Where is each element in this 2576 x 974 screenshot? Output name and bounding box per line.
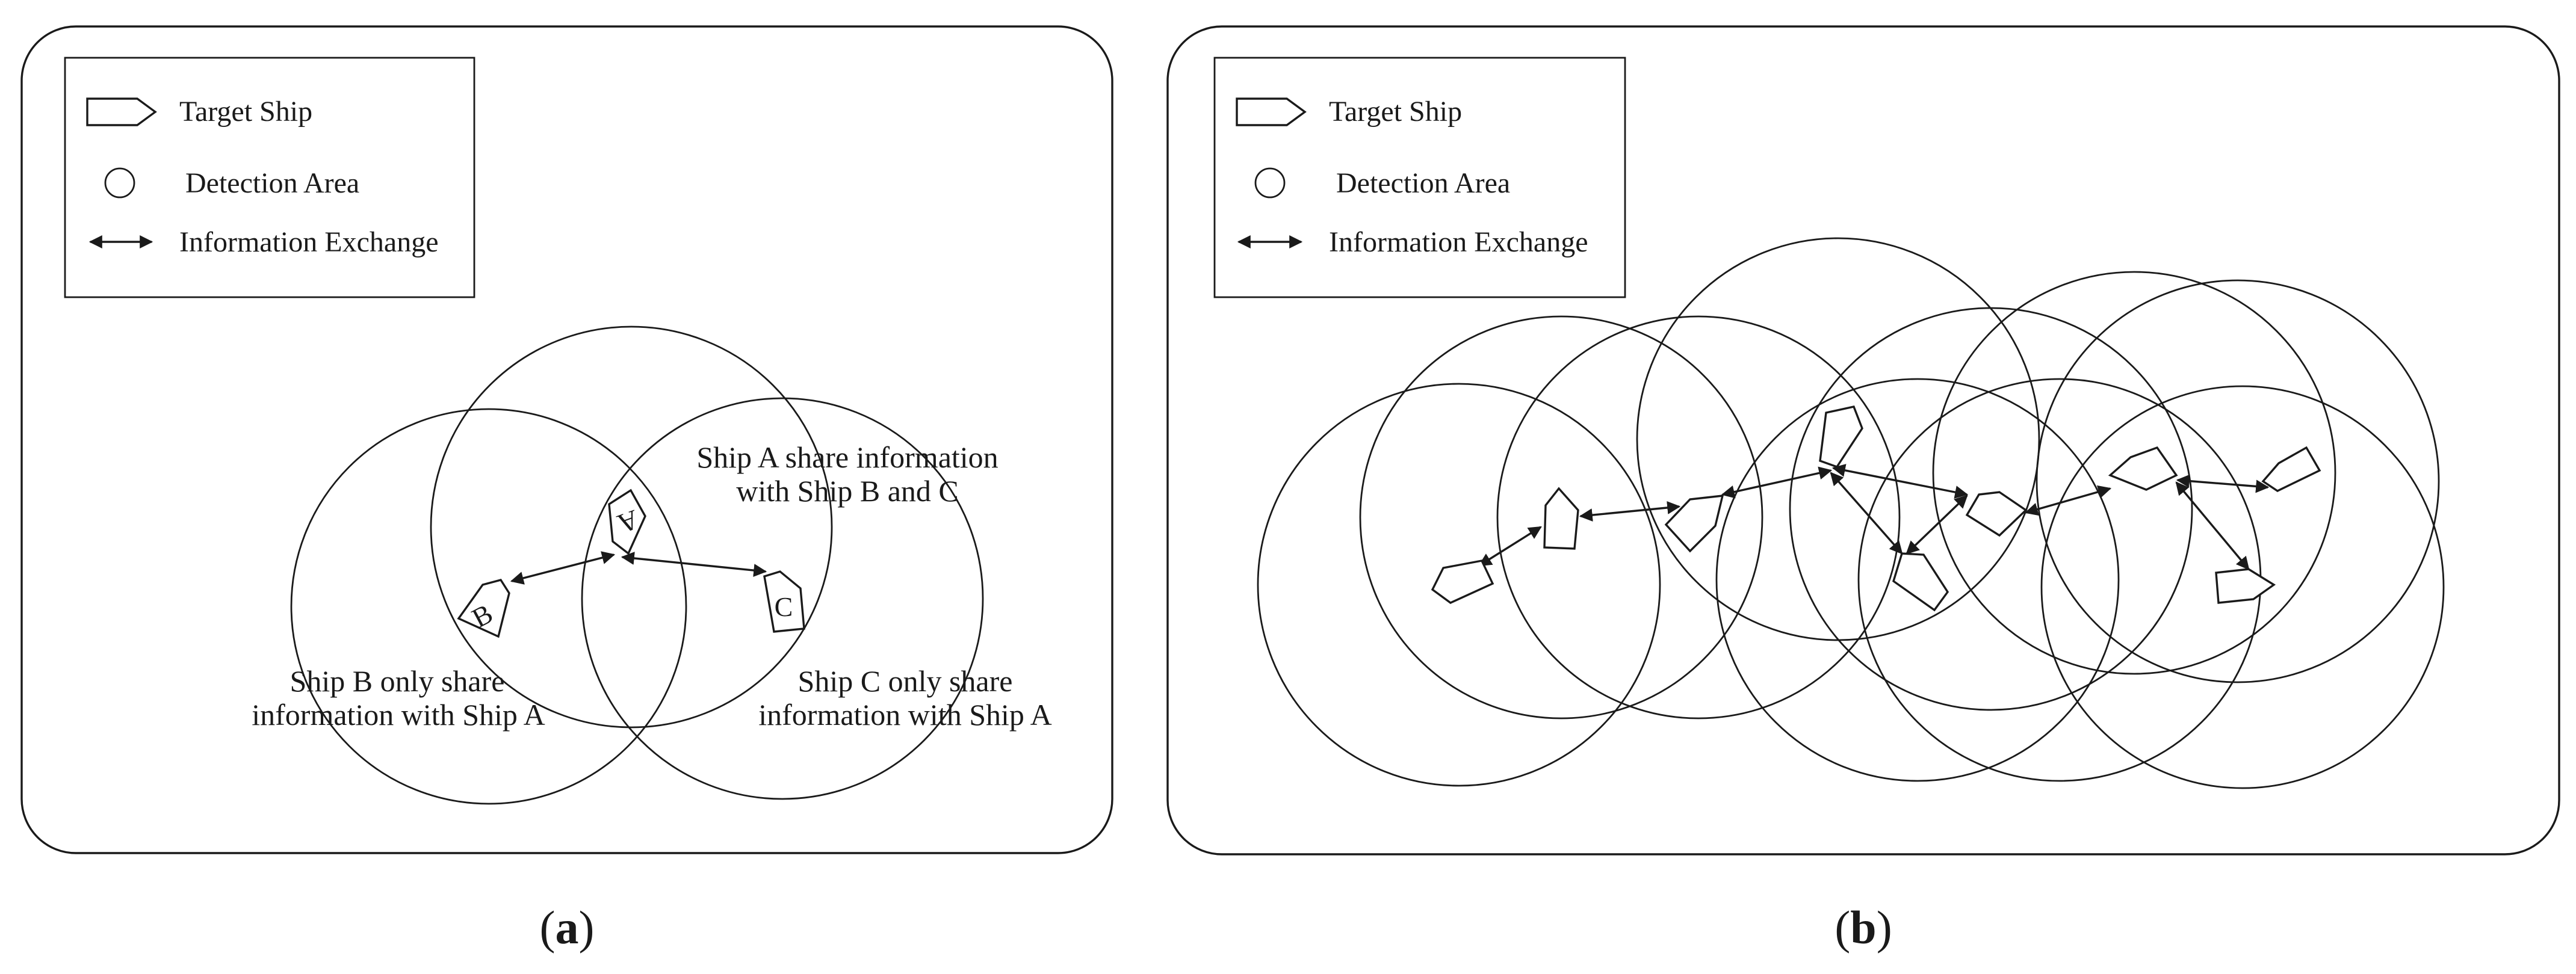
panel-a-caption: (a) [540,901,595,954]
ship-2 [1543,487,1579,550]
panel-a: Target Ship Detection Area Information E… [20,25,1113,954]
detection-area-b [290,408,687,805]
legend-box [64,57,475,298]
detection-area-c [581,397,984,800]
detection-area-1 [1257,383,1661,787]
detection-area-icon [104,167,135,199]
detection-area-a [430,325,833,729]
ship-4 [1819,405,1863,469]
panel-b-legend: Target Ship Detection Area Information E… [1213,57,1626,298]
legend-detection-label: Detection Area [185,167,359,199]
ship-1 [1431,559,1494,604]
legend-ship-label: Target Ship [179,96,312,128]
annotation-a-line1: Ship A share information [696,440,998,474]
exchange-arrow-4 [1831,464,1969,499]
panel-a-frame [20,25,1113,854]
ship-a: A [608,489,646,555]
legend-exchange-label: Information Exchange [179,226,439,258]
legend-exchange-label: Information Exchange [1329,226,1588,258]
exchange-arrow-9 [2175,481,2250,570]
detection-area-10 [2040,385,2445,789]
panel-b-frame [1166,25,2560,855]
ship-5 [1892,552,1949,612]
annotation-c-line2: information with Ship A [758,698,1052,732]
ship-7 [2108,446,2178,491]
detection-area-icon [1254,167,1286,199]
legend-detection-label: Detection Area [1336,167,1510,199]
ship-9 [2215,568,2276,604]
exchange-arrow-5 [1830,472,1903,555]
annotation-a-line2: with Ship B and C [736,474,958,508]
panel-b: Target Ship Detection Area Information E… [1166,25,2560,954]
detection-area-2 [1359,315,1763,720]
exchange-arrow-2 [1579,501,1681,522]
exchange-arrow-7 [2024,485,2112,516]
panel-a-legend: Target Ship Detection Area Information E… [64,57,475,298]
legend-ship-label: Target Ship [1329,96,1462,128]
target-ship-icon [1236,97,1307,126]
exchange-arrow-1 [1478,526,1542,567]
panel-b-caption: (b) [1834,901,1892,954]
exchange-arrow-6 [1906,495,1968,555]
exchange-arrow-3 [1721,466,1833,499]
annotation-c-line1: Ship C only share [798,664,1013,698]
detection-area-9 [2036,279,2440,683]
exchange-arrow-a-c [621,552,767,577]
annotation-b-line1: Ship B only share [290,664,505,698]
legend-box [1213,57,1626,298]
ship-c: C [763,570,805,633]
exchange-arrow-a-b [510,551,616,585]
ship-c-label: C [775,591,793,622]
ship-8 [2261,446,2321,492]
annotation-b-line2: information with Ship A [252,698,545,732]
ship-3 [1664,495,1724,553]
ship-6 [1965,491,2028,537]
target-ship-icon [86,97,157,126]
ship-b: B [457,579,510,638]
detection-area-5 [1715,378,2120,782]
